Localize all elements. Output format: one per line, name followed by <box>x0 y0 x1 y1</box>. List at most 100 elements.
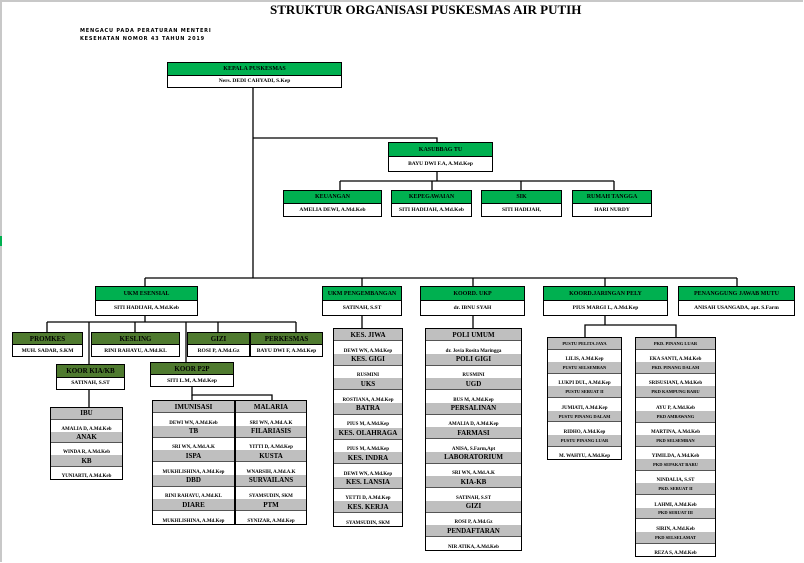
pustu-column-item: PUSTU SELSEMBAN LUKPI DUL, A.Md.Kep <box>548 362 621 386</box>
level2-box-name: ANISAH USANGADA, apt. S.Farm <box>694 305 779 312</box>
kasubbag-tu-box-title: KASUBBAG TU <box>389 143 492 158</box>
subtitle-line-1: MENGACU PADA PERATURAN MENTERI <box>80 28 212 34</box>
ukp-column-item-title: KIA-KB <box>426 476 521 489</box>
poskesdes-column-item-name: LAHMI, A.Md.Keb <box>654 502 697 508</box>
pustu-column-item-name: JUMIATI, A.Md.Kep <box>561 405 608 411</box>
p2p-left-column-item-name: RINI RAHAYU, A.Md.KL <box>165 494 222 500</box>
ukp-column-item-name: AMALIA D, A.Md.Kep <box>448 422 499 428</box>
poskesdes-column-item-title: PKD. SERUAT II <box>636 483 715 496</box>
ukm-pengembangan-column-item-title: KES. KERJA <box>334 501 402 514</box>
level2-box-title: PENANGGUNG JAWAB MUTU <box>679 287 794 302</box>
ukp-column-item-title: PERSALINAN <box>426 402 521 415</box>
ukm-pengembangan-column-item-title: UKS <box>334 378 402 391</box>
level2-box-name: PIUS MARGI L, A.Md.Kep <box>572 305 639 312</box>
esensial-unit-box-name: RINI RAHAYU, A.Md.KL <box>104 347 167 354</box>
kia-kb-column-item-title: IBU <box>51 408 122 420</box>
pustu-column-item-name: LUKPI DUL, A.Md.Kep <box>558 381 611 387</box>
poskesdes-column-item-title: PKD KAMPUNG BARU <box>636 386 715 399</box>
p2p-left-column-item-title: ISPA <box>153 450 234 463</box>
poskesdes-column-item: PKD. SERUAT II LAHMI, A.Md.Keb <box>636 483 715 508</box>
ukm-pengembangan-column-item: BATRA PIUS M, A.Md.Kep <box>334 402 402 428</box>
level2-box-name: SITI HADIJAH, A.Md.Keb <box>114 305 179 312</box>
ukp-column-item-name: RUSMINI <box>462 373 485 379</box>
tu-unit-box-title: KEPEGAWAIAN <box>392 191 471 204</box>
poskesdes-column-item-name: NINDALIA, S.ST <box>656 478 695 484</box>
esensial-unit-box-name: MUH. SADAR, S.KM <box>21 347 74 354</box>
chart-title: STRUKTUR ORGANISASI PUSKESMAS AIR PUTIH <box>270 2 582 17</box>
level2-box-title: UKM PENGEMBANGAN <box>323 287 401 302</box>
tu-unit-box-title: SIK <box>482 191 561 204</box>
subtitle-line-2: KESEHATAN NOMOR 43 TAHUN 2019 <box>80 36 205 42</box>
poskesdes-column-item-name: MARTINA, A.Md.Keb <box>651 429 700 435</box>
ukm-pengembangan-column-item-name: ROSTIANA, A.Md.Kep <box>342 397 394 403</box>
ukp-column-item-title: PENDAFTARAN <box>426 525 521 538</box>
poskesdes-column-item-name: SRISUSIANI, A.Md.Keb <box>648 381 703 387</box>
poskesdes-column-item-title: PKD SEPAKAT BARU <box>636 459 715 471</box>
ukp-column-item-name: SRI WN, A.Md.A.K <box>452 471 495 477</box>
ukm-pengembangan-column-item-name: DEWI WN, A.Md.Kep <box>343 348 393 354</box>
koor-p2p-box-name: SITI L.M, A.Md.Kep <box>167 377 217 384</box>
esensial-unit-box-name: ROSI P, A.Md.Gz <box>197 347 240 354</box>
tu-unit-box-title: KEUANGAN <box>284 191 381 204</box>
koor-kia-kb-box-name: SATINAH, S.ST <box>71 380 110 387</box>
kia-kb-column-item-name: AMALIA D, A.Md.Keb <box>61 426 112 432</box>
p2p-right-column-item-name: SYAMSUDIN, SKM <box>249 494 293 500</box>
row-marker <box>0 236 2 246</box>
ukp-column-item-title: GIZI <box>426 500 521 513</box>
poskesdes-column-item-name: SIRIN, A.Md.Keb <box>656 526 695 532</box>
ukp-column-item-name: NIR ATIKA, A.Md.Keb <box>448 544 499 550</box>
ukm-pengembangan-column-item-title: BATRA <box>334 402 402 415</box>
level2-box-title: KOORD.JARINGAN PELY <box>544 287 667 302</box>
p2p-left-column-item-title: DIARE <box>153 499 234 512</box>
poskesdes-column-item-title: PKD. PINANG LUAR <box>636 338 715 350</box>
ukm-pengembangan-column-item: KES. KERJA SYAMSUDIN, SKM <box>334 501 402 526</box>
level2-box: PENANGGUNG JAWAB MUTU ANISAH USANGADA, ap… <box>678 286 795 316</box>
ukm-pengembangan-column-item-name: PIUS M, A.Md.Kep <box>346 422 390 428</box>
p2p-left-column-item-title: TB <box>153 425 234 438</box>
level2-box: KOORD.JARINGAN PELY PIUS MARGI L, A.Md.Ke… <box>543 286 668 316</box>
koor-p2p-box-title: KOOR P2P <box>151 363 233 376</box>
ukp-column-item: PERSALINAN AMALIA D, A.Md.Kep <box>426 402 521 428</box>
pustu-column-item-title: PUSTU SELSEMBAN <box>548 362 621 375</box>
level2-box-name: dr. IBNU SYAH <box>453 305 492 312</box>
pustu-column-item-name: M. WAHYU, A.Md.Kep <box>558 453 611 459</box>
ukp-column-item-name: BUS M, A.Md.Kep <box>453 397 494 403</box>
ukm-pengembangan-column-item: UKS ROSTIANA, A.Md.Kep <box>334 378 402 403</box>
p2p-right-column-item-title: KUSTA <box>236 450 306 463</box>
pustu-column-item-name: RIDHO, A.Md.Kep <box>563 429 606 435</box>
ukm-pengembangan-column-item-name: SYAMSUDIN, SKM <box>346 520 390 526</box>
